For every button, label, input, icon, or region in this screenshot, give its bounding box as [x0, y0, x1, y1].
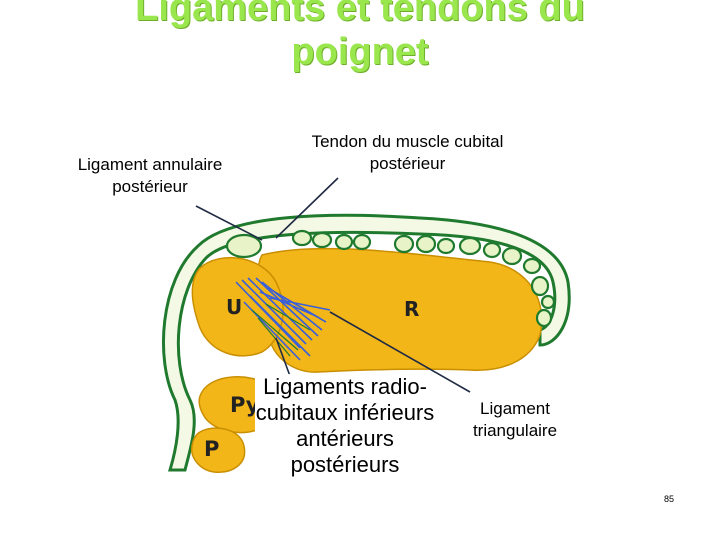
leader-annulaire	[195, 205, 263, 241]
page-number: 85	[663, 494, 674, 504]
annular-ligament-band	[162, 213, 571, 472]
leader-triangulaire	[329, 311, 471, 393]
label-ligaments-radio-cubitaux: Ligaments radio-cubitaux inférieurs anté…	[255, 374, 435, 478]
label-ligament-triangulaire: Ligament triangulaire	[472, 399, 558, 440]
tendon-sheaths	[225, 229, 556, 328]
label-ligament-annulaire: Ligament annulaire postérieur	[77, 155, 223, 196]
pyramidal-letter: Py	[230, 393, 260, 417]
title-line-1: Ligaments et tendons du	[135, 0, 585, 29]
leader-cubital	[275, 177, 339, 239]
ulna-letter: U	[226, 295, 242, 319]
title-line-2: poignet	[291, 31, 429, 73]
pisiform-bone	[191, 427, 246, 473]
page-title: Ligaments et tendons du poignet	[0, 0, 720, 74]
leader-lines	[195, 177, 471, 393]
radio-ulnar-fibers	[235, 277, 331, 361]
radio-ulnar-fibers-green	[251, 303, 311, 357]
leader-radio-ulnar	[275, 337, 291, 377]
label-tendon-cubital: Tendon du muscle cubital postérieur	[311, 132, 504, 173]
pisiform-letter: P	[204, 437, 219, 461]
radius-letter: R	[404, 297, 419, 321]
